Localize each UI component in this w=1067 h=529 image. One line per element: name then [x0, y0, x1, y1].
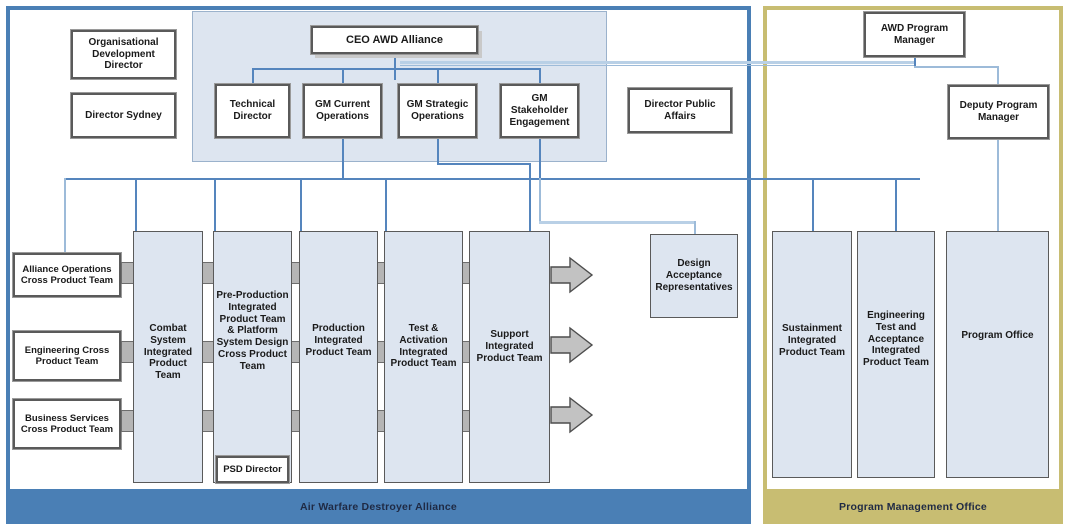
column-sustainment-label: Sustainment Integrated Product Team: [779, 323, 845, 358]
box-engineering-cross-product-team[interactable]: Engineering Cross Product Team: [12, 330, 122, 382]
connector-ceo-bus: [252, 68, 540, 70]
column-sustainment-integrated-product-team[interactable]: Sustainment Integrated Product Team: [772, 231, 852, 478]
box-director-public-affairs-label: Director Public Affairs: [644, 98, 716, 122]
box-psd-director-label: PSD Director: [223, 463, 282, 475]
connector-bus-to-alliance-operations: [64, 178, 66, 254]
box-design-acceptance-representatives-label: Design Acceptance Representatives: [655, 258, 733, 293]
box-psd-director[interactable]: PSD Director: [215, 455, 290, 484]
connector-bus-to-engineering-test: [895, 178, 897, 231]
box-business-services-cross-product-team-label: Business Services Cross Product Team: [20, 412, 114, 435]
connector-stakeholder-to-design-acceptance-h: [539, 221, 695, 224]
box-director-sydney-label: Director Sydney: [85, 109, 162, 121]
box-business-services-cross-product-team[interactable]: Business Services Cross Product Team: [12, 398, 122, 450]
connector-ceo-to-program-manager: [400, 61, 915, 64]
output-arrow-icon: [550, 396, 594, 434]
column-engineering-test-acceptance-integrated-product-team[interactable]: Engineering Test and Acceptance Integrat…: [857, 231, 935, 478]
column-test-activation-label: Test & Activation Integrated Product Tea…: [390, 323, 457, 370]
box-alliance-operations-cross-product-team[interactable]: Alliance Operations Cross Product Team: [12, 252, 122, 298]
connector-drop-gm-stakeholder-engagement: [539, 68, 541, 85]
connector-stakeholder-to-design-acceptance-v: [539, 178, 541, 222]
footer-air-warfare-destroyer-alliance: Air Warfare Destroyer Alliance: [6, 489, 751, 524]
box-alliance-operations-cross-product-team-label: Alliance Operations Cross Product Team: [20, 263, 114, 286]
connector-gm-current-down: [342, 139, 344, 178]
column-support-label: Support Integrated Product Team: [476, 329, 543, 364]
column-program-office-label: Program Office: [961, 330, 1034, 341]
output-arrow-icon: [550, 326, 594, 364]
footer-program-management-office: Program Management Office: [763, 489, 1063, 524]
connector-program-manager-elbow: [914, 66, 999, 68]
connector-bus-to-test-activation: [385, 178, 387, 231]
connector-bus-to-pre-production: [214, 178, 216, 231]
connector-gm-stakeholder-down: [539, 139, 541, 178]
connector-drop-technical-director: [252, 68, 254, 85]
column-combat-system-integrated-product-team[interactable]: Combat System Integrated Product Team: [133, 231, 203, 483]
box-ceo-awd-alliance-label: CEO AWD Alliance: [346, 33, 443, 46]
connector-program-manager-to-deputy: [997, 66, 999, 85]
box-gm-stakeholder-engagement-label: GM Stakeholder Engagement: [509, 93, 570, 128]
box-deputy-program-manager[interactable]: Deputy Program Manager: [947, 84, 1050, 140]
box-gm-strategic-operations[interactable]: GM Strategic Operations: [397, 83, 478, 139]
connector-design-acceptance-drop: [694, 221, 696, 235]
column-pre-production-platform-system-design[interactable]: Pre-Production Integrated Product Team &…: [213, 231, 292, 483]
connector-main-bus: [64, 178, 920, 180]
box-gm-stakeholder-engagement[interactable]: GM Stakeholder Engagement: [499, 83, 580, 139]
connector-bus-to-sustainment: [812, 178, 814, 231]
connector-bus-to-production: [300, 178, 302, 231]
connector-gm-strategic-down: [437, 139, 439, 163]
connector-bus-to-combat-system: [135, 178, 137, 231]
connector-drop-gm-current-operations: [342, 68, 344, 85]
column-engineering-test-acceptance-label: Engineering Test and Acceptance Integrat…: [863, 310, 929, 369]
box-awd-program-manager[interactable]: AWD Program Manager: [863, 11, 966, 58]
column-program-office[interactable]: Program Office: [946, 231, 1049, 478]
box-organisational-development-director[interactable]: Organisational Development Director: [70, 29, 177, 80]
box-director-public-affairs[interactable]: Director Public Affairs: [627, 87, 733, 134]
column-combat-system-label: Combat System Integrated Product Team: [143, 323, 193, 382]
box-gm-current-operations[interactable]: GM Current Operations: [302, 83, 383, 139]
connector-deputy-to-program-office: [997, 139, 999, 231]
box-gm-current-operations-label: GM Current Operations: [315, 99, 370, 122]
column-test-activation-integrated-product-team[interactable]: Test & Activation Integrated Product Tea…: [384, 231, 463, 483]
connector-program-manager-stem: [914, 57, 916, 67]
box-ceo-awd-alliance[interactable]: CEO AWD Alliance: [310, 25, 479, 55]
column-production-label: Production Integrated Product Team: [305, 323, 372, 358]
box-gm-strategic-operations-label: GM Strategic Operations: [406, 99, 469, 122]
footer-awd-label: Air Warfare Destroyer Alliance: [300, 500, 457, 513]
connector-drop-gm-strategic-operations: [437, 68, 439, 85]
connector-strategic-subbus: [437, 163, 531, 165]
column-support-integrated-product-team[interactable]: Support Integrated Product Team: [469, 231, 550, 483]
box-deputy-program-manager-label: Deputy Program Manager: [959, 100, 1038, 123]
column-pre-production-label: Pre-Production Integrated Product Team &…: [216, 290, 289, 372]
box-organisational-development-director-label: Organisational Development Director: [88, 36, 159, 72]
column-production-integrated-product-team[interactable]: Production Integrated Product Team: [299, 231, 378, 483]
box-design-acceptance-representatives[interactable]: Design Acceptance Representatives: [650, 234, 738, 318]
output-arrow-icon: [550, 256, 594, 294]
box-engineering-cross-product-team-label: Engineering Cross Product Team: [24, 344, 110, 367]
connector-ceo-to-program-manager-shadow: [400, 65, 915, 66]
footer-pmo-label: Program Management Office: [839, 500, 987, 513]
box-awd-program-manager-label: AWD Program Manager: [880, 22, 949, 46]
box-technical-director-label: Technical Director: [229, 99, 276, 122]
connector-subbus-to-support: [529, 163, 531, 231]
box-director-sydney[interactable]: Director Sydney: [70, 92, 177, 139]
box-technical-director[interactable]: Technical Director: [214, 83, 291, 139]
connector-ceo-stem: [394, 55, 396, 80]
